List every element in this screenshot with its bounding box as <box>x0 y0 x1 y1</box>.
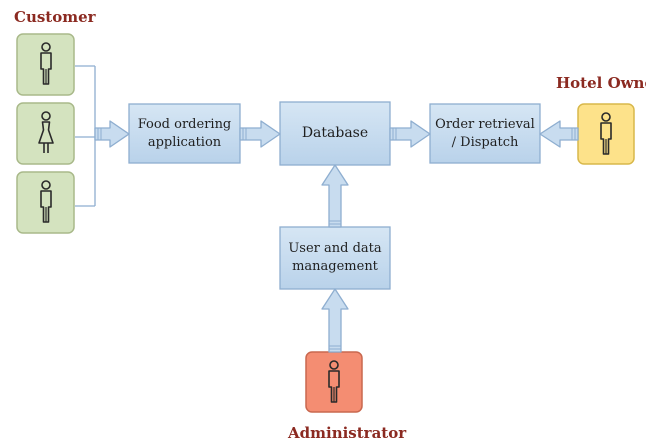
customer-bracket <box>75 65 96 207</box>
arrow-userdata-to-database <box>321 164 349 228</box>
order-retrieval-box <box>429 103 541 164</box>
hotel-owner-label: Hotel Owner <box>556 74 646 92</box>
customer-label: Customer <box>14 8 96 26</box>
user-data-label: User and data management <box>288 241 382 274</box>
database-box <box>279 101 391 166</box>
order-retrieval-label: Order retrieval / Dispatch <box>435 116 535 150</box>
administrator-label: Administrator <box>288 424 407 442</box>
database-label: Database <box>301 125 369 142</box>
arrow-customers-to-app <box>94 120 130 148</box>
food-ordering-box <box>128 103 241 164</box>
customer-actor-1 <box>16 33 75 96</box>
hotel-owner-actor <box>577 103 635 165</box>
customer-actor-3 <box>16 171 75 234</box>
customer-actor-2 <box>16 102 75 165</box>
food-ordering-label: Food ordering application <box>137 116 232 150</box>
arrow-admin-to-userdata <box>321 288 349 353</box>
user-data-box <box>279 226 391 290</box>
administrator-actor <box>305 351 363 413</box>
